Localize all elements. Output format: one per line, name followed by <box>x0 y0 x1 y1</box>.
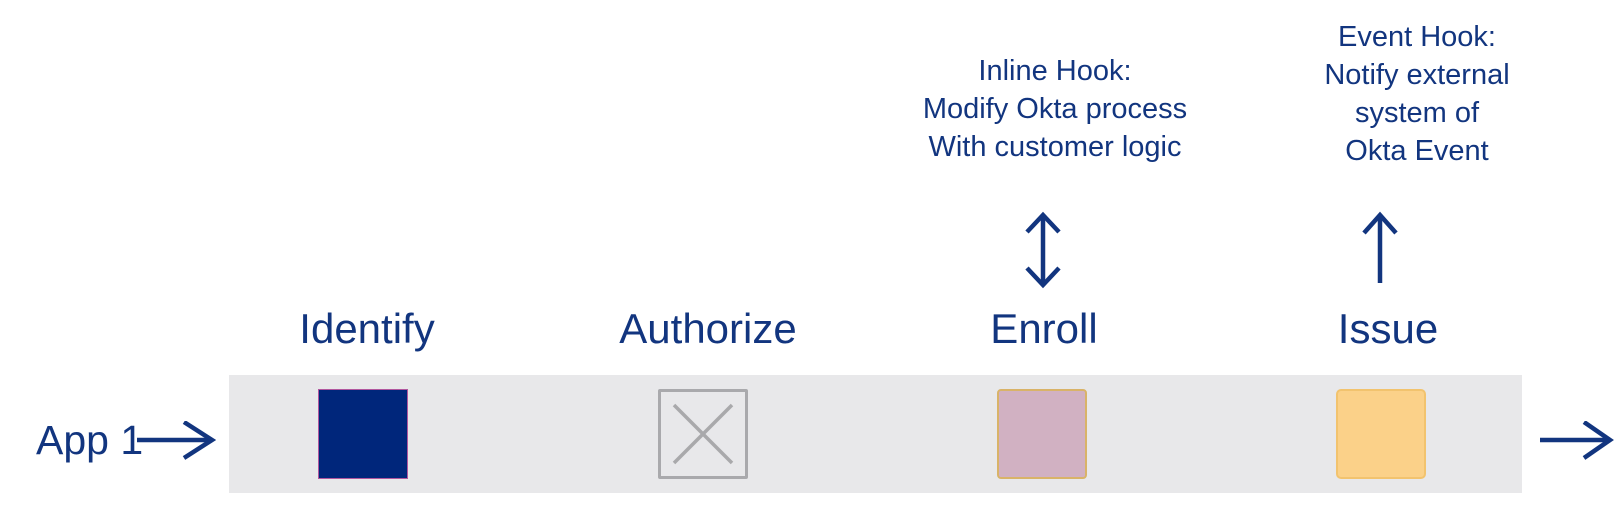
enroll-block <box>997 389 1087 479</box>
stage-label-identify: Identify <box>299 305 435 352</box>
x-icon <box>672 403 734 465</box>
identify-block <box>318 389 408 479</box>
stage-label-authorize: Authorize <box>619 305 797 352</box>
issue-block <box>1336 389 1426 479</box>
double-vertical-arrow-icon <box>1025 211 1061 289</box>
stage-label-enroll: Enroll <box>990 305 1098 352</box>
inline-hook-annotation: Inline Hook: Modify Okta process With cu… <box>922 55 1188 163</box>
inbound-arrow-icon <box>137 421 216 460</box>
event-hook-annotation: Event Hook: Notify external system of Ok… <box>1324 21 1510 167</box>
stage-label-issue: Issue <box>1337 305 1439 352</box>
app1-label: App 1 <box>36 417 144 463</box>
authorize-block <box>658 389 748 479</box>
outbound-arrow-icon <box>1540 421 1614 460</box>
up-arrow-icon <box>1362 211 1398 283</box>
pipeline-bar <box>229 375 1522 493</box>
